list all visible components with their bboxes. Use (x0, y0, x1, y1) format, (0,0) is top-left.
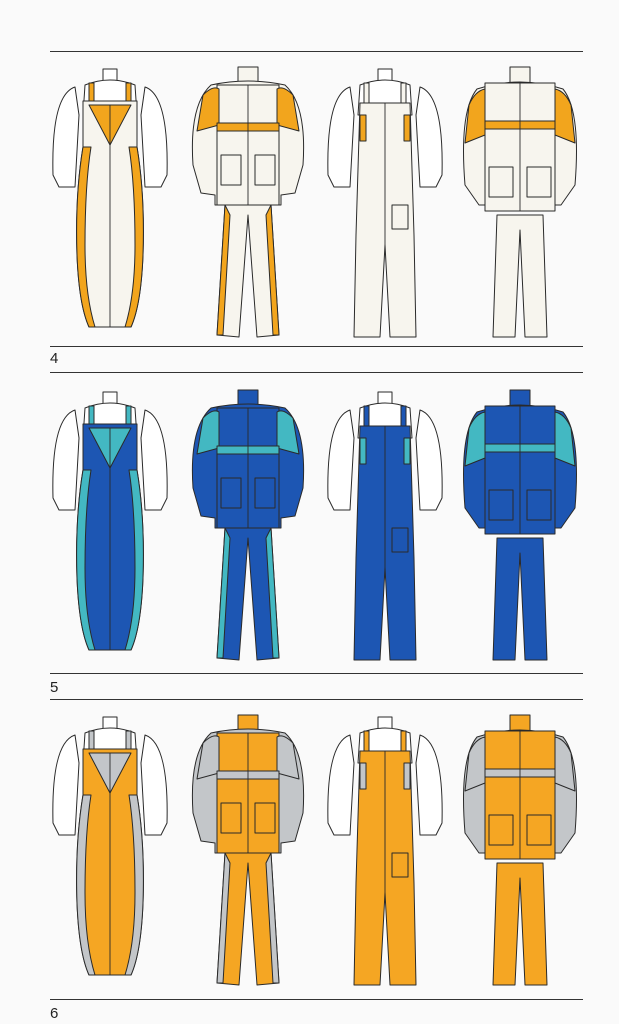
jacket-trousers-figure (191, 66, 305, 338)
figure-label-5: 5 (50, 679, 59, 696)
figure-row-5 (0, 378, 619, 678)
bib-overall-straight-figure (327, 716, 443, 986)
divider-rule (50, 673, 583, 674)
bib-overall-straight-figure (327, 68, 443, 338)
divider-rule (50, 51, 583, 52)
bib-overall-fitted-figure (52, 391, 168, 651)
padded-jacket-trousers-figure (463, 714, 577, 986)
divider-rule (50, 346, 583, 347)
divider-rule (50, 699, 583, 700)
figure-label-4: 4 (50, 350, 59, 367)
divider-rule (50, 372, 583, 373)
figure-row-6 (0, 703, 619, 1003)
divider-rule (50, 999, 583, 1000)
jacket-trousers-figure (191, 389, 305, 661)
bib-overall-fitted-figure (52, 716, 168, 976)
figure-label-6: 6 (50, 1005, 59, 1022)
bib-overall-fitted-figure (52, 68, 168, 328)
bib-overall-straight-figure (327, 391, 443, 661)
padded-jacket-trousers-figure (463, 66, 577, 338)
figure-row-4 (0, 55, 619, 355)
padded-jacket-trousers-figure (463, 389, 577, 661)
jacket-trousers-figure (191, 714, 305, 986)
